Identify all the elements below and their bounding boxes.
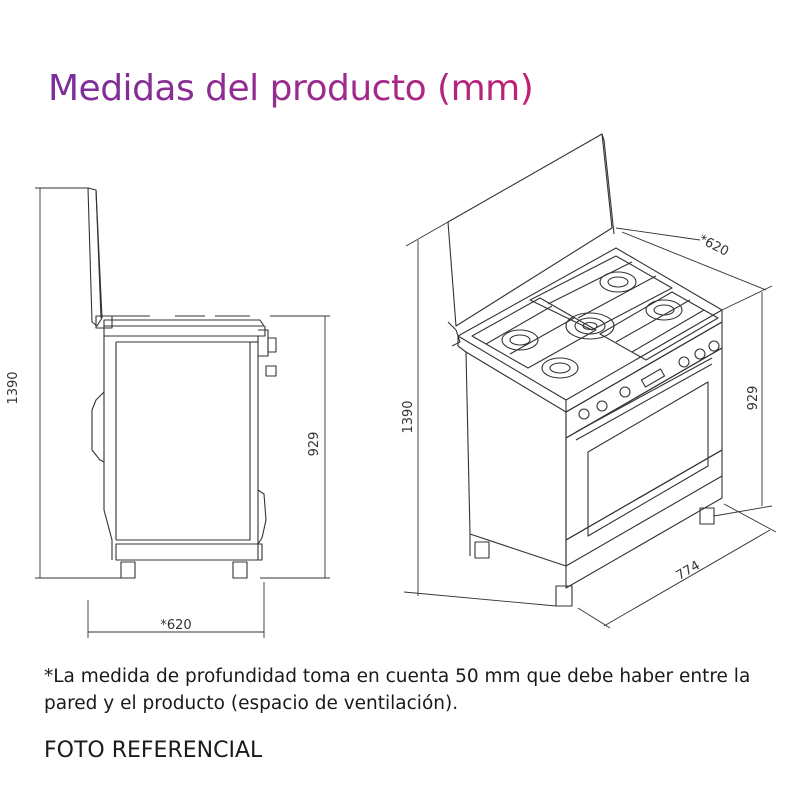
side-depth-label: *620: [160, 618, 191, 633]
perspective-view-dimensions: [403, 221, 777, 629]
depth-footnote: *La medida de profundidad toma en cuenta…: [44, 666, 751, 714]
reference-photo-label: FOTO REFERENCIAL: [44, 738, 263, 763]
persp-height-total-label: 1390: [401, 400, 416, 433]
persp-width-label: 774: [674, 558, 703, 583]
page-title: Medidas del producto (mm): [48, 68, 534, 109]
persp-depth-label: *620: [696, 232, 731, 260]
side-view-dimensions: [35, 187, 330, 638]
side-height-body-label: 929: [307, 432, 322, 457]
persp-height-body-label: 929: [746, 386, 761, 411]
perspective-view-drawing: [447, 133, 723, 607]
side-view-drawing: [87, 187, 277, 579]
side-height-total-label: 1390: [6, 371, 21, 404]
